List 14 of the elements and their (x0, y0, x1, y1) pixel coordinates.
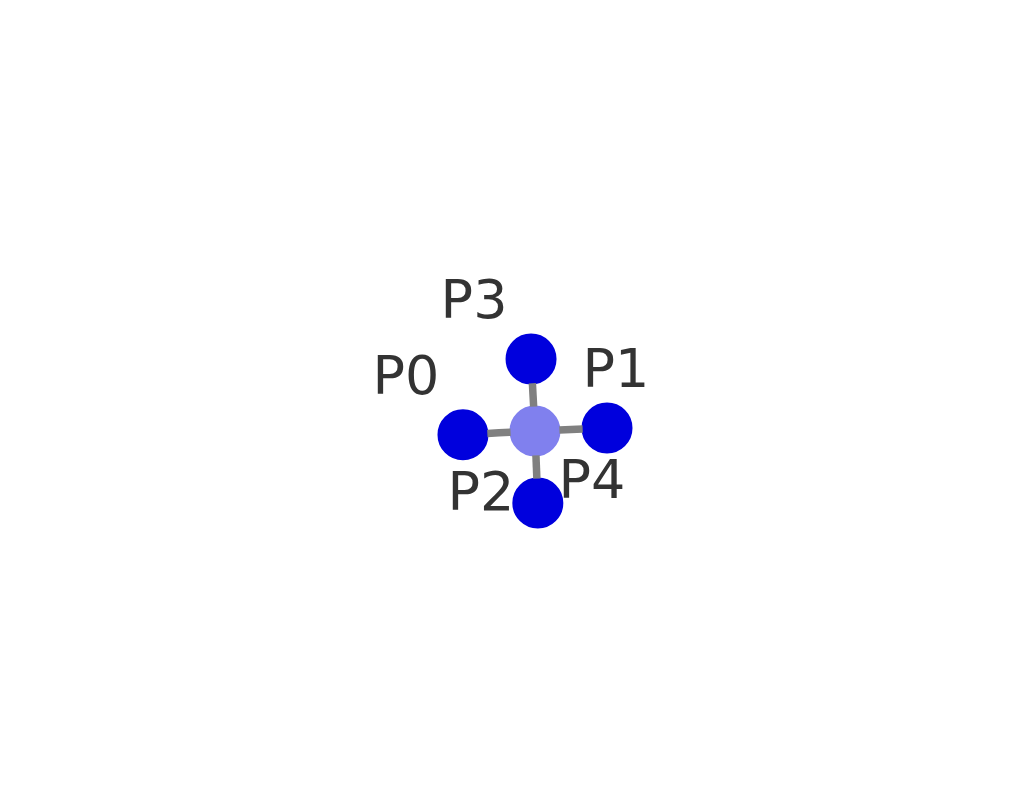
node-label: P0 (372, 343, 440, 407)
node-label: P3 (440, 268, 508, 332)
node-circle (505, 333, 557, 385)
node-circle (437, 409, 489, 461)
node-circle (512, 477, 564, 529)
node-circle (581, 402, 633, 454)
connector (528, 383, 538, 407)
node-label: P2 (447, 460, 515, 524)
node-label: P1 (582, 337, 650, 401)
connector (559, 425, 583, 434)
connector (532, 455, 541, 479)
node-circle (509, 405, 561, 457)
connector (487, 428, 511, 438)
node-label: P4 (558, 448, 626, 512)
